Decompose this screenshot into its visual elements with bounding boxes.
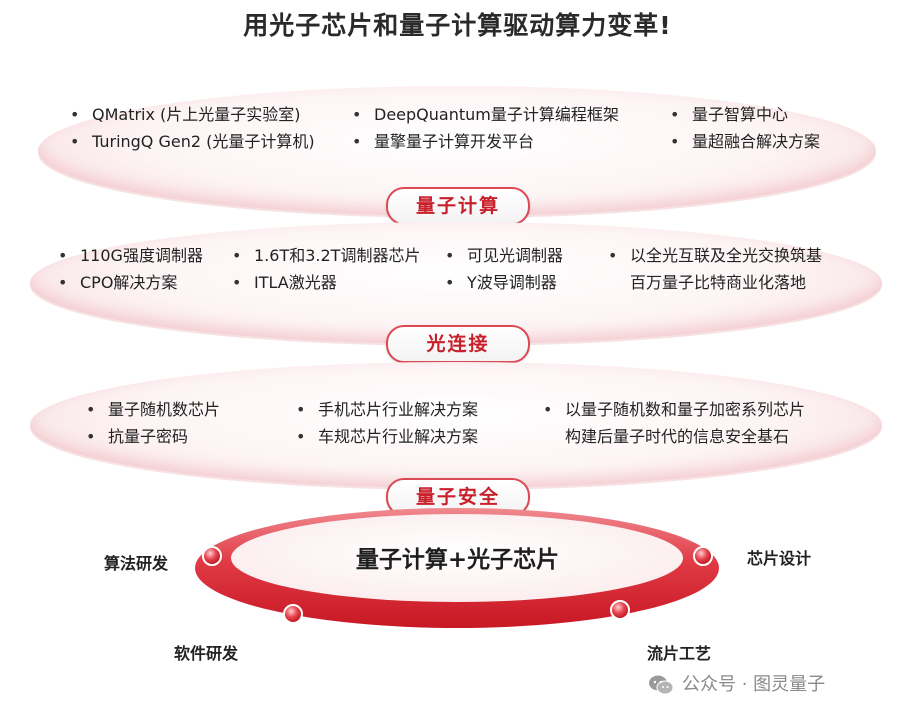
mid-col-2: 1.6T和3.2T调制器芯片 ITLA激光器 (232, 242, 420, 296)
list-item: QMatrix (片上光量子实验室) (70, 101, 315, 128)
list-item: 以全光互联及全光交换筑基 (608, 242, 822, 269)
wechat-icon (649, 675, 674, 695)
stage-algorithm: 算法研发 (104, 554, 169, 573)
stage-chip-design: 芯片设计 (747, 549, 812, 568)
list-item: 构建后量子时代的信息安全基石 (565, 427, 790, 446)
core-ring-inner (231, 514, 683, 602)
stage-dot-chip-design (693, 546, 713, 566)
footer-text: 公众号 · 图灵量子 (682, 674, 826, 695)
list-item: 以量子随机数和量子加密系列芯片 (543, 396, 805, 423)
bot-col-2: 手机芯片行业解决方案 车规芯片行业解决方案 (296, 396, 478, 450)
stage-dot-tapeout (610, 600, 630, 620)
stage-dot-algorithm (202, 546, 222, 566)
list-item: 量超融合解决方案 (670, 128, 820, 155)
stage-dot-software (283, 604, 303, 624)
list-item: 百万量子比特商业化落地 (630, 273, 807, 292)
mid-col-4: 以全光互联及全光交换筑基 百万量子比特商业化落地 (608, 242, 822, 296)
stage-tapeout: 流片工艺 (647, 644, 712, 663)
list-item: 1.6T和3.2T调制器芯片 (232, 242, 420, 269)
top-col-3: 量子智算中心 量超融合解决方案 (670, 101, 820, 155)
list-item: 手机芯片行业解决方案 (296, 396, 478, 423)
stage-software: 软件研发 (174, 644, 239, 663)
list-item: TuringQ Gen2 (光量子计算机) (70, 128, 315, 155)
bot-col-1: 量子随机数芯片 抗量子密码 (86, 396, 220, 450)
footer-watermark: 公众号 · 图灵量子 (648, 670, 825, 696)
list-item: 可见光调制器 (445, 242, 563, 269)
list-item: 量擎量子计算开发平台 (352, 128, 619, 155)
top-col-2: DeepQuantum量子计算编程框架 量擎量子计算开发平台 (352, 101, 619, 155)
list-item: 110G强度调制器 (58, 242, 203, 269)
label-quantum-computing: 量子计算 (386, 187, 530, 225)
list-item: 量子随机数芯片 (86, 396, 220, 423)
list-item: DeepQuantum量子计算编程框架 (352, 101, 619, 128)
list-item: 量子智算中心 (670, 101, 820, 128)
list-item: ITLA激光器 (232, 269, 420, 296)
mid-col-1: 110G强度调制器 CPO解决方案 (58, 242, 203, 296)
bot-col-3: 以量子随机数和量子加密系列芯片 构建后量子时代的信息安全基石 (543, 396, 805, 450)
top-col-1: QMatrix (片上光量子实验室) TuringQ Gen2 (光量子计算机) (70, 101, 315, 155)
list-item: 抗量子密码 (86, 423, 220, 450)
list-item: Y波导调制器 (445, 269, 563, 296)
list-item: 车规芯片行业解决方案 (296, 423, 478, 450)
core-title: 量子计算+光子芯片 (355, 547, 560, 573)
list-item: CPO解决方案 (58, 269, 203, 296)
page-title: 用光子芯片和量子计算驱动算力变革! (243, 11, 672, 40)
mid-col-3: 可见光调制器 Y波导调制器 (445, 242, 563, 296)
